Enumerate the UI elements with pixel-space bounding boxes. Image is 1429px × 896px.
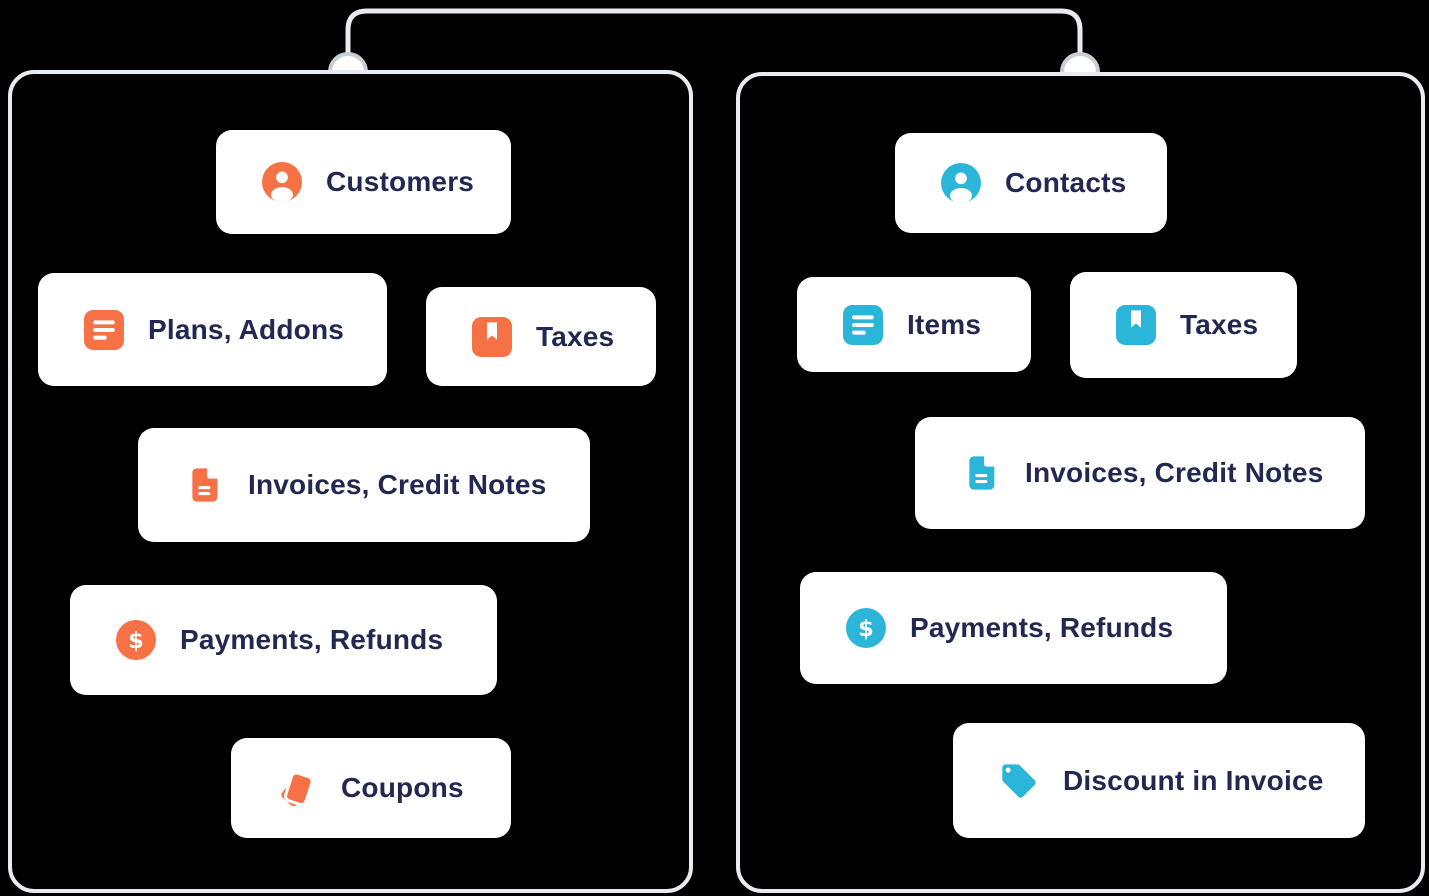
entity-card-payments-refunds: $ Payments, Refunds <box>70 585 497 695</box>
entity-card-payments-refunds: $ Payments, Refunds <box>800 572 1227 684</box>
document-icon <box>961 453 1001 493</box>
bookmark-icon <box>1116 305 1156 345</box>
list-icon <box>84 309 124 350</box>
entity-card-label: Discount in Invoice <box>1063 764 1324 796</box>
entity-card-label: Items <box>907 308 982 340</box>
entity-card-invoices-credit-notes: Invoices, Credit Notes <box>138 428 590 542</box>
dollar-circle-icon: $ <box>116 620 156 660</box>
entity-card-label: Payments, Refunds <box>910 612 1174 643</box>
entity-card-label: Contacts <box>1005 167 1127 198</box>
entity-card-plans-addons: Plans, Addons <box>38 273 387 386</box>
document-icon <box>184 465 224 505</box>
entity-card-contacts: Contacts <box>895 133 1167 233</box>
connector-line <box>345 8 1083 62</box>
entity-card-items: Items <box>797 277 1031 372</box>
entity-card-label: Coupons <box>341 772 464 803</box>
list-icon <box>843 304 883 345</box>
svg-text:$: $ <box>858 616 874 642</box>
entity-card-label: Invoices, Credit Notes <box>1025 457 1324 488</box>
entity-card-taxes: Taxes <box>1070 272 1297 378</box>
entity-card-label: Taxes <box>536 320 615 352</box>
svg-text:$: $ <box>128 628 144 654</box>
entity-card-customers: Customers <box>216 130 511 234</box>
user-circle-icon <box>262 162 302 202</box>
entity-card-label: Payments, Refunds <box>180 624 444 655</box>
entity-card-label: Taxes <box>1180 309 1259 340</box>
user-circle-icon <box>941 163 981 203</box>
tag-icon <box>999 761 1039 801</box>
dollar-circle-icon: $ <box>846 608 886 648</box>
entity-card-coupons: Coupons <box>231 738 511 838</box>
entity-card-invoices-credit-notes: Invoices, Credit Notes <box>915 417 1365 529</box>
entity-card-discount-in-invoice: Discount in Invoice <box>953 723 1365 838</box>
entity-card-taxes: Taxes <box>426 287 656 386</box>
entity-card-label: Invoices, Credit Notes <box>248 469 547 500</box>
coupons-icon <box>277 768 317 808</box>
entity-card-label: Plans, Addons <box>148 313 345 345</box>
entity-card-label: Customers <box>326 166 475 197</box>
bookmark-icon <box>472 316 512 357</box>
